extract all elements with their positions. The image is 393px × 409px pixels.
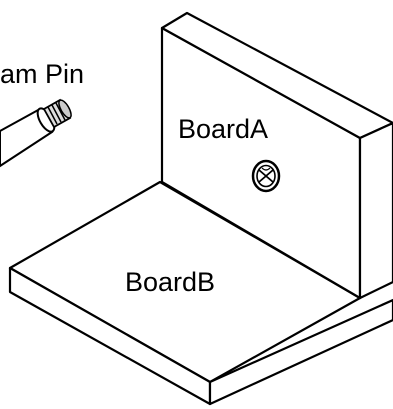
cam-lock-icon [251, 159, 281, 193]
cam-pin-icon [0, 98, 72, 168]
board-a-top-face [160, 11, 393, 140]
cam-pin-label: am Pin [0, 59, 84, 89]
board-b-side-face [208, 298, 393, 406]
board-b [8, 180, 393, 406]
board-a-label: BoardA [178, 114, 268, 144]
board-b-label: BoardB [125, 267, 215, 297]
board-a-side-face [358, 121, 393, 300]
